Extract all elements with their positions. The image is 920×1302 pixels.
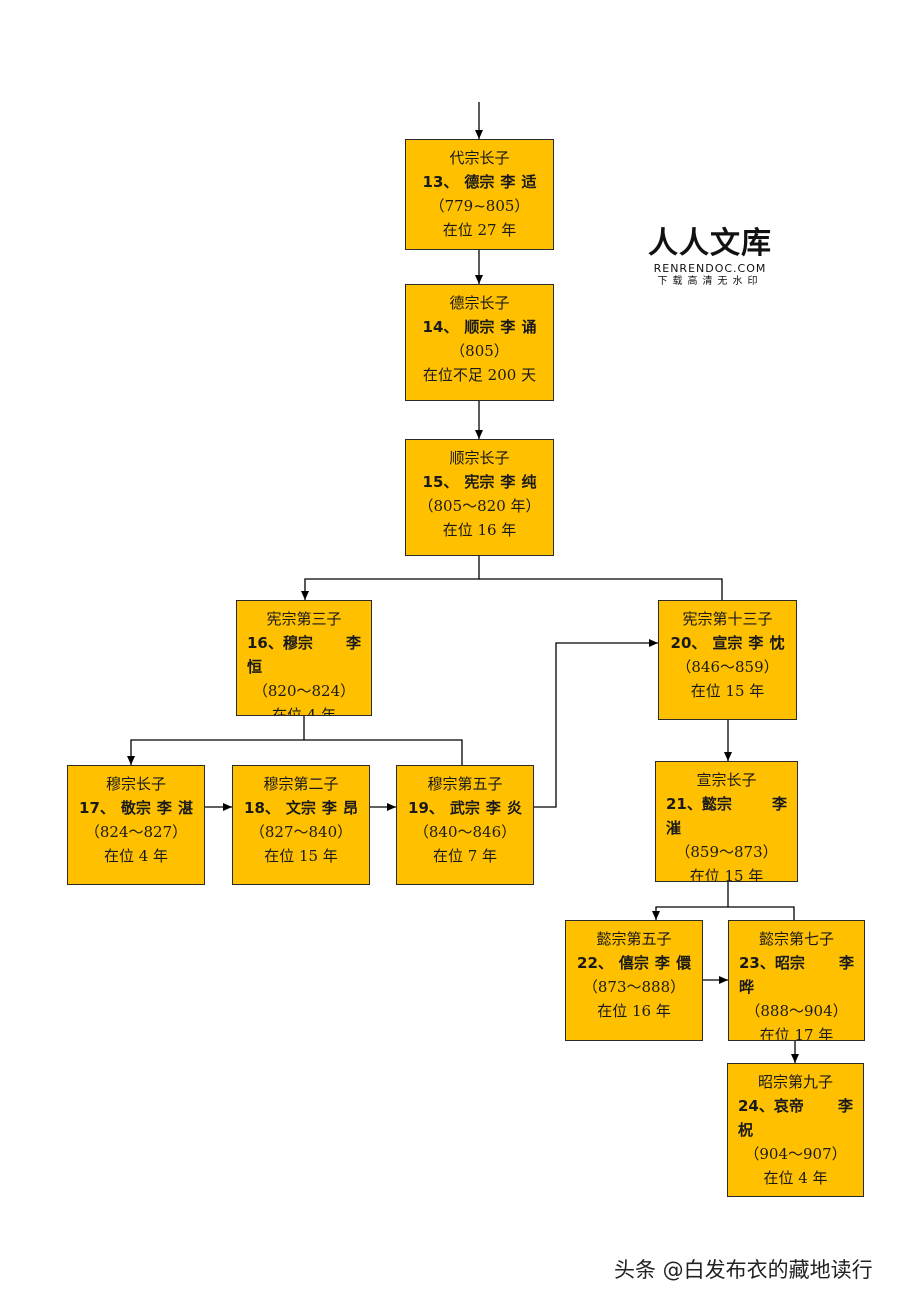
emperor-name: 22、僖宗李儇 bbox=[577, 954, 691, 972]
emperor-node-13: 代宗长子 13、德宗李适 （779~805） 在位 27 年 bbox=[405, 139, 554, 250]
emperor-name: 19、武宗李炎 bbox=[408, 799, 522, 817]
relation-label: 宣宗长子 bbox=[696, 771, 757, 789]
reign-years: （805～820 年） bbox=[418, 497, 541, 515]
emperor-node-23: 懿宗第七子 23、昭宗李晔 （888～904） 在位 17 年 bbox=[728, 920, 865, 1041]
relation-label: 代宗长子 bbox=[449, 149, 510, 167]
emperor-node-14: 德宗长子 14、顺宗李诵 （805） 在位不足 200 天 bbox=[405, 284, 554, 401]
emperor-node-16: 宪宗第三子 16、穆宗李恒 （820～824） 在位 4 年 bbox=[236, 600, 372, 716]
author-credit: 头条 @白发布衣的藏地读行 bbox=[614, 1258, 873, 1282]
emperor-name: 24、哀帝李柷 bbox=[738, 1097, 853, 1139]
watermark-logo: 人人文库 RENRENDOC.COM 下载高清无水印 bbox=[646, 226, 774, 289]
emperor-name: 15、宪宗李纯 bbox=[422, 473, 537, 491]
reign-length: 在位 27 年 bbox=[442, 221, 517, 239]
reign-length: 在位 17 年 bbox=[759, 1026, 834, 1041]
emperor-node-17: 穆宗长子 17、敬宗李湛 （824～827） 在位 4 年 bbox=[67, 765, 205, 885]
emperor-node-20: 宪宗第十三子 20、宣宗李忱 （846～859） 在位 15 年 bbox=[658, 600, 797, 720]
reign-length: 在位 4 年 bbox=[271, 706, 337, 716]
reign-length: 在位 16 年 bbox=[597, 1002, 671, 1020]
emperor-name: 18、文宗李昂 bbox=[244, 799, 358, 817]
reign-years: （859～873） bbox=[675, 843, 778, 861]
relation-label: 穆宗第五子 bbox=[427, 775, 503, 793]
reign-length: 在位 15 年 bbox=[264, 847, 338, 865]
relation-label: 宪宗第十三子 bbox=[682, 610, 773, 628]
reign-years: （820～824） bbox=[252, 682, 356, 700]
reign-years: （888～904） bbox=[745, 1002, 848, 1020]
relation-label: 懿宗第五子 bbox=[596, 930, 672, 948]
reign-length: 在位不足 200 天 bbox=[422, 366, 537, 384]
reign-years: （824～827） bbox=[84, 823, 188, 841]
reign-years: （779~805） bbox=[429, 197, 530, 215]
reign-years: （904～907） bbox=[744, 1145, 847, 1163]
emperor-name: 20、宣宗李忱 bbox=[670, 634, 785, 652]
emperor-name: 16、穆宗李恒 bbox=[247, 634, 361, 676]
relation-label: 德宗长子 bbox=[449, 294, 510, 312]
emperor-name: 17、敬宗李湛 bbox=[79, 799, 193, 817]
reign-years: （873～888） bbox=[582, 978, 686, 996]
emperor-node-15: 顺宗长子 15、宪宗李纯 （805～820 年） 在位 16 年 bbox=[405, 439, 554, 556]
emperor-node-22: 懿宗第五子 22、僖宗李儇 （873～888） 在位 16 年 bbox=[565, 920, 703, 1041]
emperor-name: 14、顺宗李诵 bbox=[422, 318, 537, 336]
emperor-name: 21、懿宗李漼 bbox=[666, 795, 787, 837]
relation-label: 顺宗长子 bbox=[449, 449, 510, 467]
reign-length: 在位 15 年 bbox=[690, 682, 765, 700]
relation-label: 穆宗长子 bbox=[105, 775, 166, 793]
reign-length: 在位 16 年 bbox=[442, 521, 517, 539]
emperor-name: 23、昭宗李晔 bbox=[739, 954, 854, 996]
reign-length: 在位 7 年 bbox=[432, 847, 498, 865]
watermark-tagline: 下载高清无水印 bbox=[657, 276, 763, 287]
relation-label: 昭宗第九子 bbox=[757, 1073, 833, 1091]
reign-length: 在位 4 年 bbox=[103, 847, 169, 865]
emperor-node-24: 昭宗第九子 24、哀帝李柷 （904～907） 在位 4 年 bbox=[727, 1063, 864, 1197]
relation-label: 穆宗第二子 bbox=[263, 775, 339, 793]
emperor-node-21: 宣宗长子 21、懿宗李漼 （859～873） 在位 15 年 bbox=[655, 761, 798, 882]
relation-label: 宪宗第三子 bbox=[266, 610, 342, 628]
emperor-node-19: 穆宗第五子 19、武宗李炎 （840～846） 在位 7 年 bbox=[396, 765, 534, 885]
emperor-node-18: 穆宗第二子 18、文宗李昂 （827～840） 在位 15 年 bbox=[232, 765, 370, 885]
watermark-site: RENRENDOC.COM bbox=[653, 262, 767, 275]
reign-length: 在位 4 年 bbox=[763, 1169, 828, 1187]
reign-years: （846～859） bbox=[676, 658, 779, 676]
reign-years: （840～846） bbox=[413, 823, 517, 841]
reign-years: （805） bbox=[450, 342, 509, 360]
watermark-title: 人人文库 bbox=[648, 226, 772, 261]
reign-years: （827～840） bbox=[249, 823, 353, 841]
relation-label: 懿宗第七子 bbox=[758, 930, 834, 948]
reign-length: 在位 15 年 bbox=[689, 867, 764, 882]
emperor-name: 13、德宗李适 bbox=[422, 173, 537, 191]
